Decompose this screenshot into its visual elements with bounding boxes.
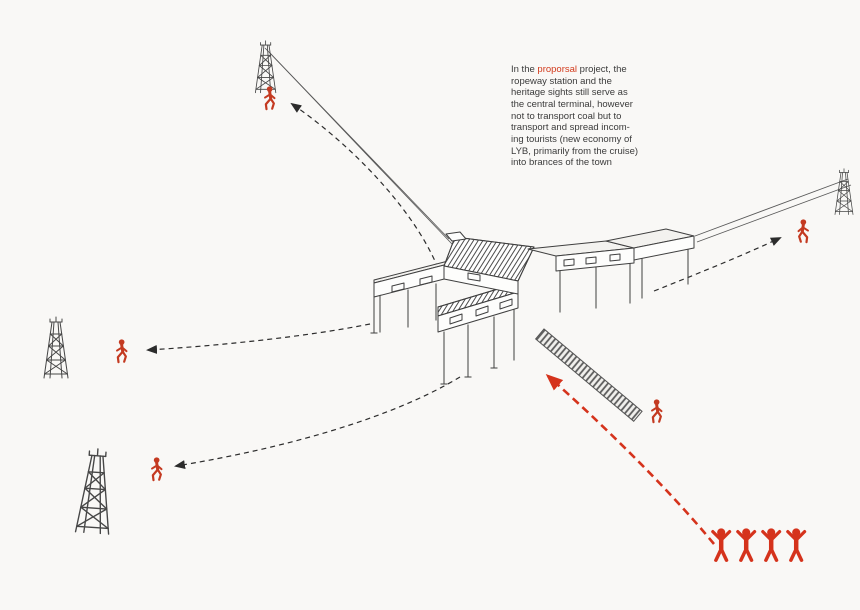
- window: [449, 313, 463, 325]
- window: [499, 298, 513, 310]
- hatched-gangway-bar: [534, 328, 643, 422]
- station-main-gallery: [527, 240, 635, 272]
- cruise-tourist-group: [713, 528, 805, 560]
- cable-right-2: [696, 184, 852, 243]
- walking-person-top-left-icon: [263, 84, 276, 111]
- window: [467, 272, 481, 282]
- window: [563, 258, 575, 267]
- window: [391, 282, 405, 293]
- annotation-body: ropeway station and the heritage sights …: [511, 75, 639, 169]
- route-to-left-tower: [146, 323, 371, 354]
- tourist-inflow-arrow: [545, 374, 716, 545]
- station-left-wing: [373, 259, 453, 298]
- window: [419, 275, 433, 286]
- route-to-bottom-left-tower: [174, 376, 461, 469]
- station-central-hall: [443, 231, 535, 295]
- route-to-right-tower: [653, 237, 782, 292]
- station-legs: [370, 246, 689, 385]
- window: [585, 256, 597, 265]
- station-right-arm: [605, 228, 695, 261]
- walking-person-left-icon: [115, 337, 128, 364]
- ropeway-tower-bottom-left: [74, 447, 116, 535]
- annotation-intro: In the: [511, 64, 538, 75]
- cheering-person-icon: [763, 528, 780, 560]
- walking-person-right-icon: [797, 217, 810, 244]
- spread-routes: [146, 102, 782, 469]
- cheering-person-icon: [713, 528, 730, 560]
- walking-person-center-icon: [650, 397, 663, 424]
- window: [609, 253, 621, 262]
- ropeway-tower-left: [43, 316, 69, 379]
- cable-left-2: [269, 52, 453, 245]
- window: [475, 305, 489, 317]
- cheering-person-icon: [738, 528, 755, 560]
- annotation-after-highlight: project, the: [577, 64, 627, 75]
- ropeway-tower-right: [834, 168, 854, 215]
- walking-person-bottom-left-icon: [150, 455, 163, 482]
- cable-right-1: [694, 178, 849, 237]
- route-to-top-left-tower: [290, 102, 439, 269]
- cheering-person-icon: [788, 528, 805, 560]
- ropeway-cables: [264, 47, 852, 245]
- ropeway-station-drawing: [370, 228, 695, 385]
- annotation-highlight: proporsal: [537, 64, 578, 75]
- station-lower-wing: [437, 282, 519, 333]
- cable-anchor-left: [445, 231, 467, 242]
- annotation-text-block: In the proporsal project, the ropeway st…: [511, 64, 679, 169]
